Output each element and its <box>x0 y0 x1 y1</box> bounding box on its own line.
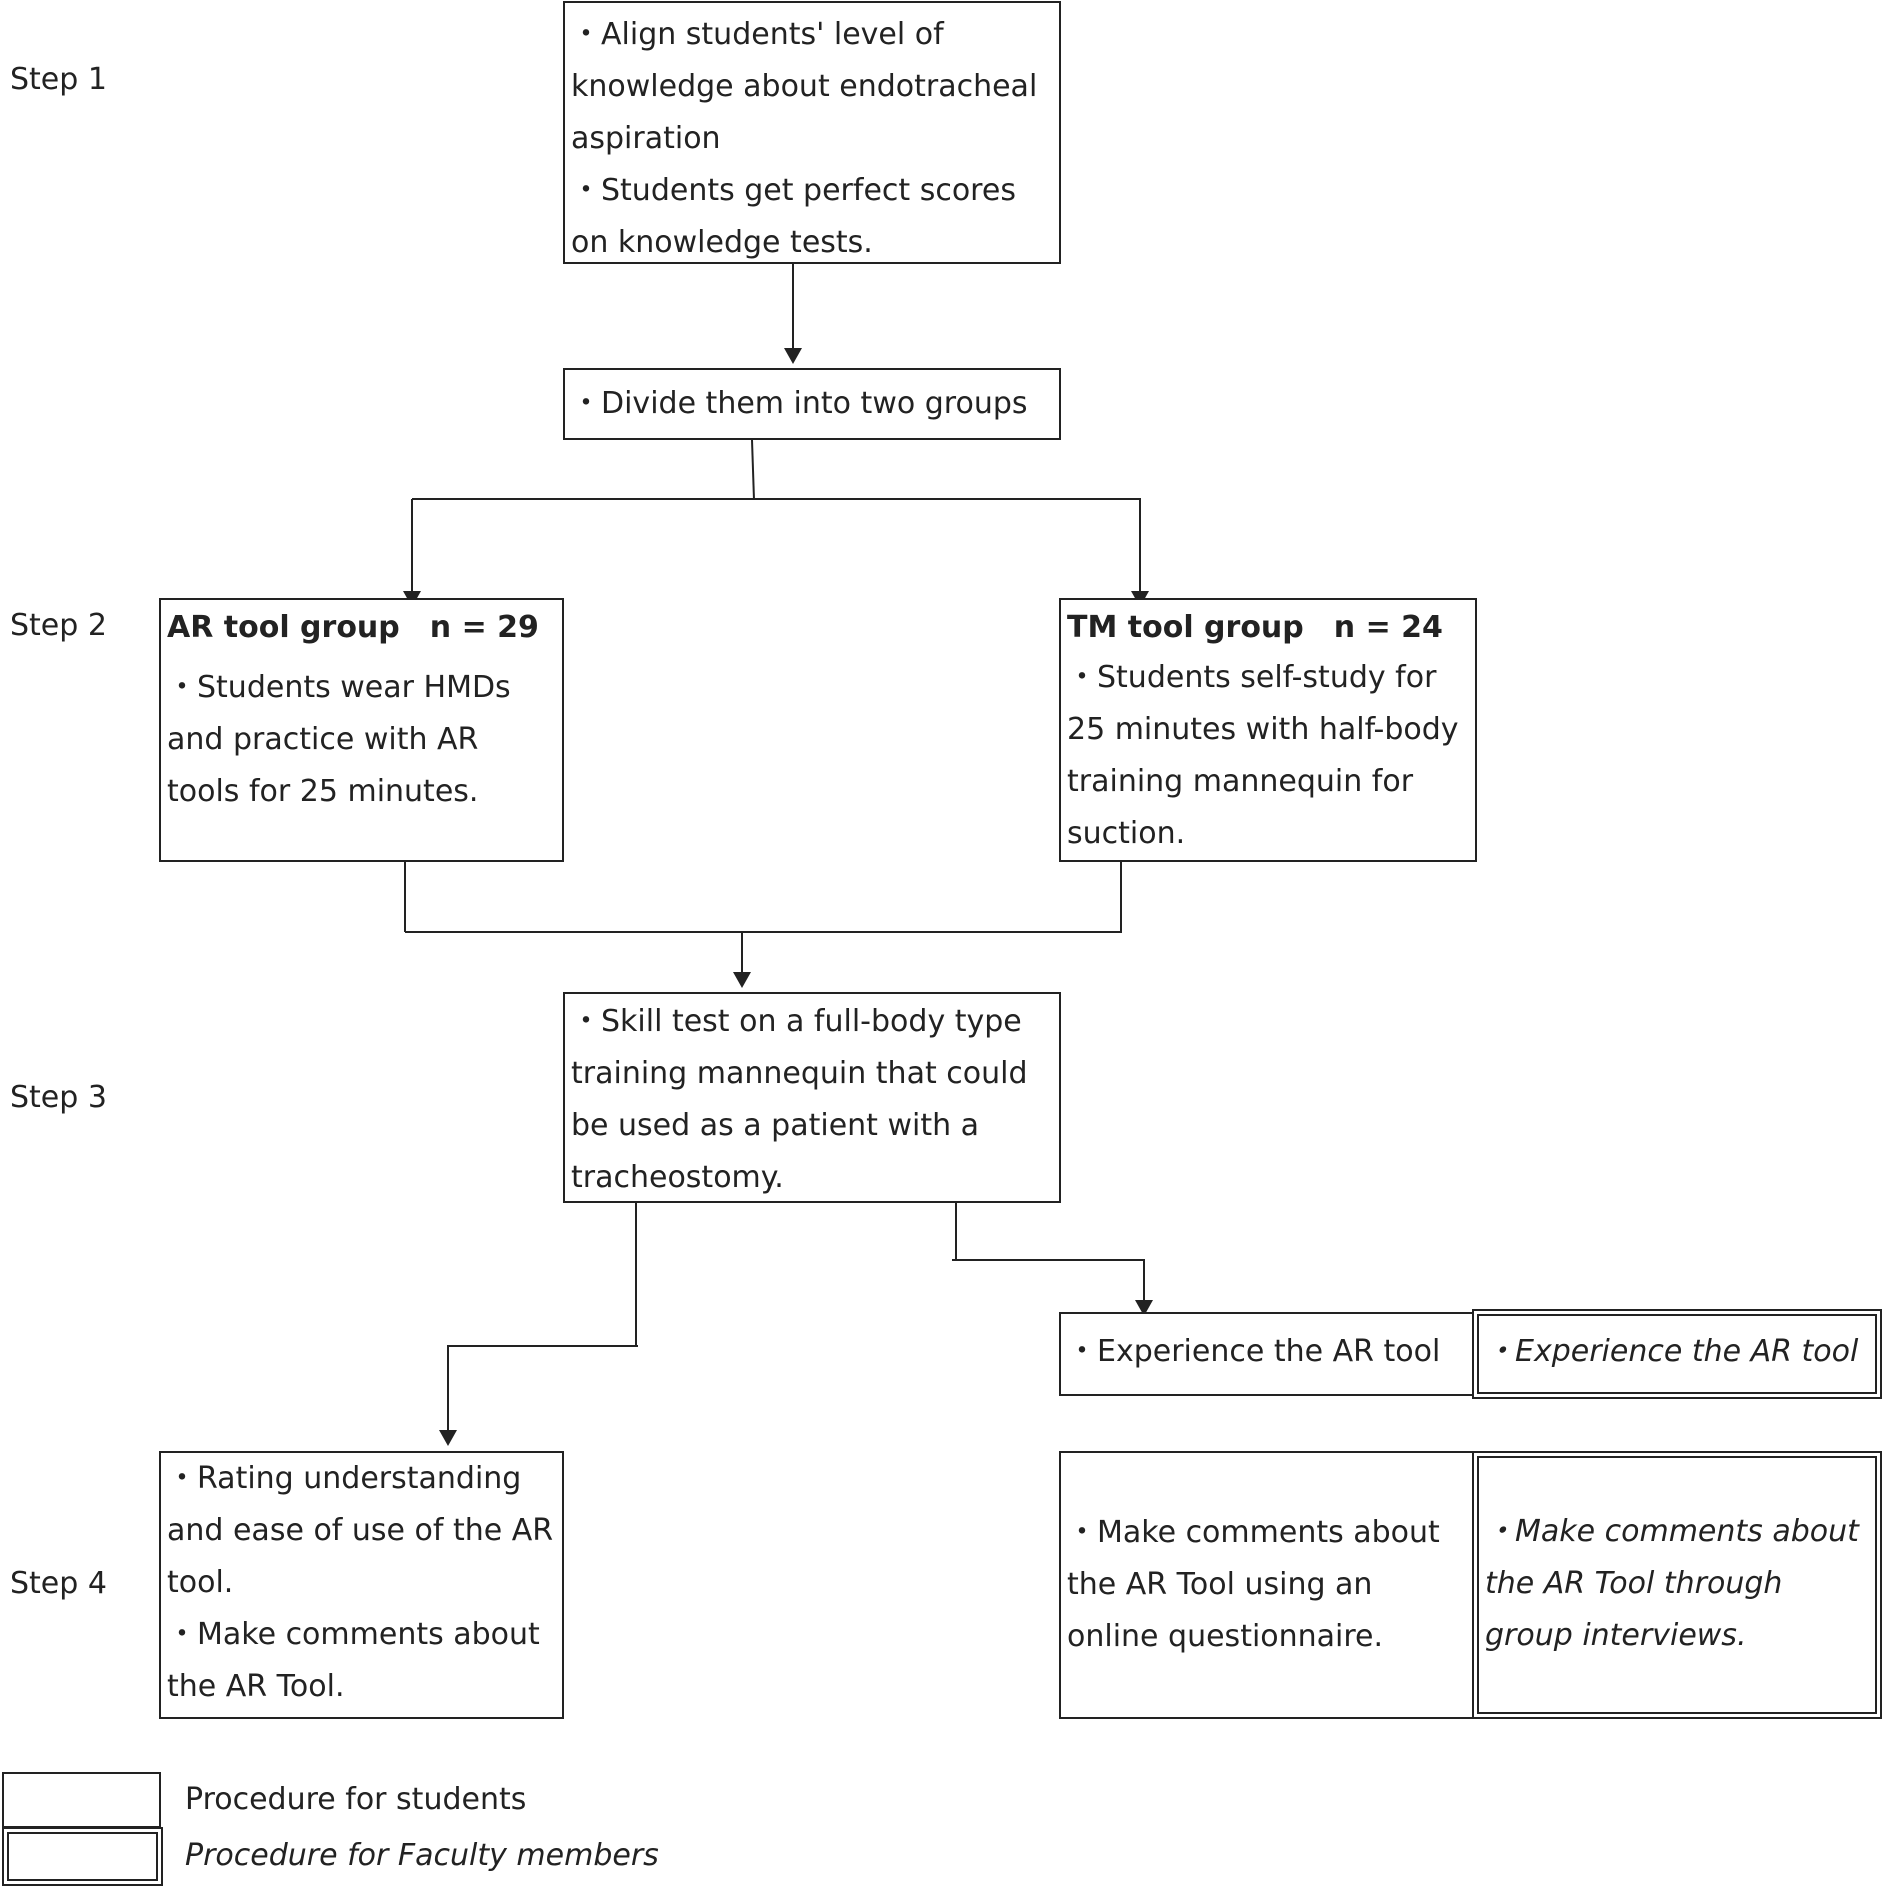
step4-tm-faculty-box: ・Make comments about the AR Tool through… <box>1472 1451 1882 1719</box>
tm-group-count: n = 24 <box>1333 610 1443 645</box>
step1-line-1: ・Align students' level of knowledge abou… <box>571 17 1038 156</box>
arrowhead-step3 <box>733 972 751 988</box>
arrowhead-experience <box>1135 1300 1153 1316</box>
legend-label-faculty: Procedure for Faculty members <box>185 1838 659 1873</box>
experience-faculty-box: ・Experience the AR tool <box>1472 1309 1882 1399</box>
step4-tm-faculty-text: ・Make comments about the AR Tool through… <box>1485 1514 1859 1653</box>
step3-box: ・Skill test on a full-body type training… <box>563 992 1061 1203</box>
step1-line-2: ・Students get perfect scores on knowledg… <box>571 173 1016 260</box>
tm-group-text: ・Students self-study for 25 minutes with… <box>1067 660 1459 851</box>
ar-group-count: n = 29 <box>429 610 539 645</box>
tm-group-title: TM tool group <box>1067 610 1304 645</box>
experience-faculty-text: ・Experience the AR tool <box>1485 1334 1859 1369</box>
divide-text: ・Divide them into two groups <box>571 386 1028 421</box>
step4-ar-box: ・Rating understanding and ease of use of… <box>159 1451 564 1719</box>
step4-ar-line-2: ・Make comments about the AR Tool. <box>167 1617 540 1704</box>
ar-group-box: AR tool group n = 29 ・Students wear HMDs … <box>159 598 564 862</box>
step4-tm-students-text: ・Make comments about the AR Tool using a… <box>1067 1515 1440 1654</box>
arrowhead-step4-ar <box>439 1430 457 1446</box>
step-label-4: Step 4 <box>10 1566 107 1601</box>
step4-ar-line-1: ・Rating understanding and ease of use of… <box>167 1461 554 1600</box>
step-label-3: Step 3 <box>10 1080 107 1115</box>
experience-students-text: ・Experience the AR tool <box>1067 1334 1441 1369</box>
legend-swatch-students <box>2 1772 161 1828</box>
step1-box: ・Align students' level of knowledge abou… <box>563 1 1061 264</box>
step-label-1: Step 1 <box>10 62 107 97</box>
step4-tm-students-box: ・Make comments about the AR Tool using a… <box>1059 1451 1476 1719</box>
divide-box: ・Divide them into two groups <box>563 368 1061 440</box>
ar-group-text: ・Students wear HMDs and practice with AR… <box>167 670 511 809</box>
arrowhead-divide <box>784 348 802 364</box>
tm-group-box: TM tool group n = 24 ・Students self-study… <box>1059 598 1477 862</box>
step3-text: ・Skill test on a full-body type training… <box>571 1004 1028 1195</box>
experience-students-box: ・Experience the AR tool <box>1059 1312 1476 1396</box>
ar-group-title: AR tool group <box>167 610 400 645</box>
connector-divide-down <box>751 439 755 501</box>
ar-group-title-line: AR tool group n = 29 <box>167 608 558 648</box>
tm-group-title-line: TM tool group n = 24 <box>1067 608 1471 648</box>
legend-label-students: Procedure for students <box>185 1782 527 1817</box>
legend-swatch-faculty <box>2 1827 163 1886</box>
step-label-2: Step 2 <box>10 608 107 643</box>
